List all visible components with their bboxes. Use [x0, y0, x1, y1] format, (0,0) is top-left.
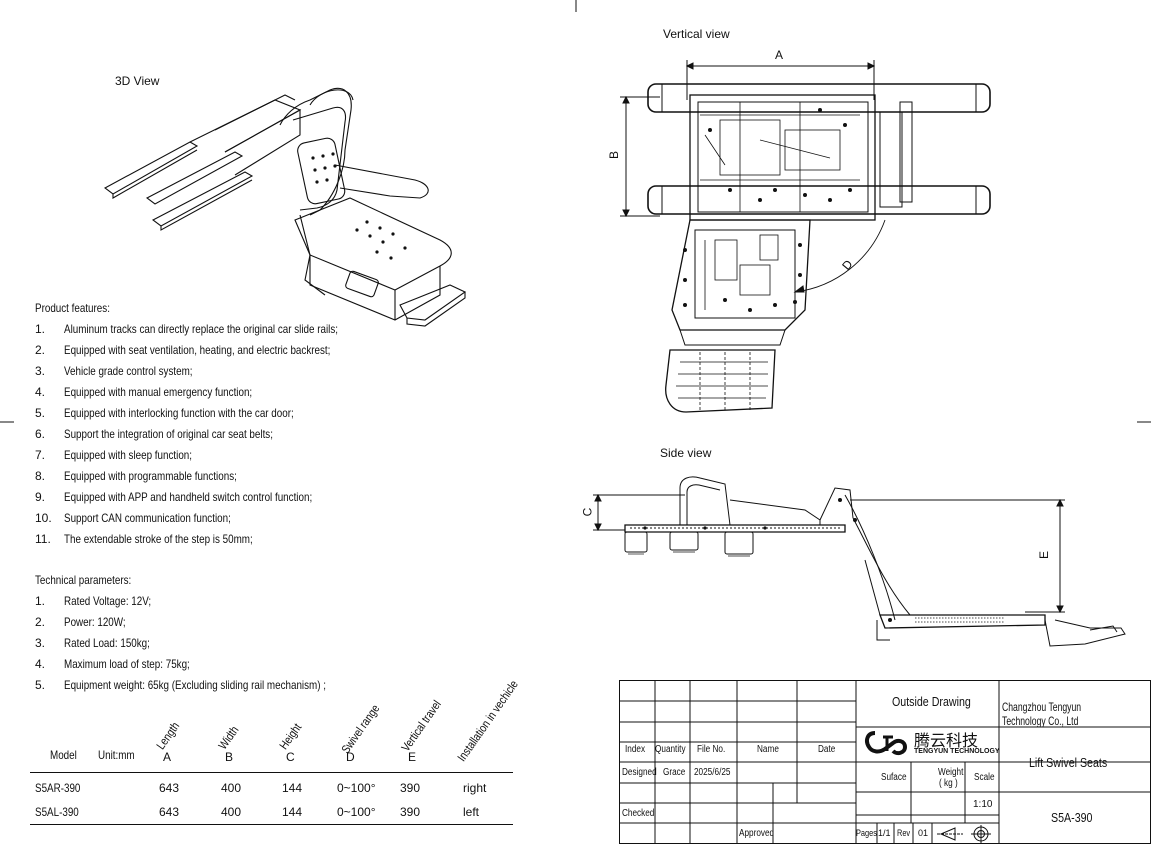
- three-d-view-caption: 3D View: [115, 74, 160, 88]
- feature-item: 4.Equipped with manual emergency functio…: [35, 385, 253, 399]
- tb-designer: Grace: [663, 767, 686, 778]
- row-b: 400: [221, 781, 242, 795]
- table-row: S5AL-390 643 400 144 0~100° 390 left: [35, 805, 515, 821]
- product-features: Product features: 1.Aluminum tracks can …: [35, 298, 398, 550]
- row-e: 390: [400, 781, 421, 795]
- param-item: 3.Rated Load: 150kg;: [35, 636, 150, 650]
- table-row: S5AR-390 643 400 144 0~100° 390 right: [35, 781, 515, 797]
- dimension-b-label: B: [607, 150, 622, 160]
- spec-letter-e: E: [408, 750, 417, 764]
- dimension-a-label: A: [775, 48, 784, 62]
- tb-scale-value: 1:10: [973, 799, 993, 810]
- tb-checked: Checked: [622, 808, 655, 819]
- projection-symbol-icon: [937, 825, 991, 843]
- side-view-caption: Side view: [660, 446, 712, 460]
- feature-item: 1.Aluminum tracks can directly replace t…: [35, 322, 338, 336]
- tb-rev-label: Rev: [897, 828, 911, 838]
- tb-scale: Scale: [974, 772, 995, 783]
- side-view-drawing: [593, 476, 1126, 647]
- spec-table-rule-top: [30, 772, 513, 773]
- param-item: 1.Rated Voltage: 12V;: [35, 594, 152, 608]
- row-model: S5AL-390: [35, 805, 79, 819]
- row-b: 400: [221, 805, 242, 819]
- tb-model: S5A-390: [1051, 810, 1093, 825]
- feature-item: 3.Vehicle grade control system;: [35, 364, 193, 378]
- tb-index: Index: [624, 744, 645, 755]
- feature-item: 8.Equipped with programmable functions;: [35, 469, 237, 483]
- dimension-e-label: E: [1037, 550, 1052, 560]
- feature-item: 11.The extendable stroke of the step is …: [35, 532, 253, 546]
- row-a: 643: [159, 805, 180, 819]
- spec-header-length: Length: [153, 719, 183, 752]
- tb-logo-cn: 腾云科技: [914, 731, 979, 750]
- param-item: 4.Maximum load of step: 75kg;: [35, 657, 190, 671]
- spec-table: Length Width Height Swivel range Vertica…: [30, 678, 521, 830]
- row-install: right: [463, 781, 487, 795]
- row-install: left: [463, 805, 480, 819]
- tb-company: Changzhou Tengyun Technology Co., Ltd: [1002, 700, 1082, 728]
- tb-product: Lift Swivel Seats: [1029, 755, 1108, 770]
- tb-weight-unit: ( kg ): [939, 778, 958, 789]
- tb-outside-drawing: Outside Drawing: [892, 694, 971, 709]
- spec-letter-c: C: [286, 750, 295, 764]
- spec-letter-a: A: [163, 750, 172, 764]
- tb-quantity: Quantity: [655, 744, 686, 755]
- dimension-c-label: C: [580, 507, 595, 517]
- feature-item: 7.Equipped with sleep function;: [35, 448, 193, 462]
- tb-date: Date: [818, 744, 836, 755]
- tb-weight: Weight: [938, 767, 964, 778]
- param-item: 2.Power: 120W;: [35, 615, 126, 629]
- tb-file-no: File No.: [697, 744, 726, 755]
- tb-pages-value: 1/1: [878, 828, 891, 838]
- tb-rev-value: 01: [918, 828, 929, 838]
- vertical-view-caption: Vertical view: [663, 27, 730, 41]
- technical-parameters: Technical parameters: 1.Rated Voltage: 1…: [35, 570, 383, 696]
- spec-letter-b: B: [225, 750, 234, 764]
- features-heading: Product features:: [35, 301, 110, 315]
- feature-item: 6.Support the integration of original ca…: [35, 427, 273, 441]
- spec-header-height: Height: [276, 720, 305, 752]
- tb-approved: Approved: [739, 828, 775, 839]
- tb-designed: Designed: [622, 767, 657, 778]
- row-e: 390: [400, 805, 421, 819]
- row-c: 144: [282, 805, 303, 819]
- row-c: 144: [282, 781, 303, 795]
- feature-item: 5.Equipped with interlocking function wi…: [35, 406, 294, 420]
- spec-unit-label: Unit:mm: [98, 748, 135, 762]
- row-model: S5AR-390: [35, 781, 81, 795]
- tb-pages-label: Pages: [856, 828, 877, 838]
- tb-suface: Suface: [881, 772, 907, 783]
- three-d-view-drawing: [103, 87, 467, 327]
- param-item: 5.Equipment weight: 65kg (Excluding slid…: [35, 678, 326, 692]
- feature-item: 10.Support CAN communication function;: [35, 511, 231, 525]
- vertical-view-drawing: [620, 60, 991, 413]
- params-heading: Technical parameters:: [35, 573, 132, 587]
- tb-logo-en: TENGYUN TECHNOLOGY: [914, 748, 1000, 755]
- feature-item: 9.Equipped with APP and handheld switch …: [35, 490, 313, 504]
- row-a: 643: [159, 781, 180, 795]
- feature-item: 2.Equipped with seat ventilation, heatin…: [35, 343, 331, 357]
- tengyun-logo-icon: [865, 731, 908, 756]
- spec-model-label: Model: [50, 748, 77, 762]
- spec-table-rule-bottom: [30, 824, 513, 825]
- spec-header-width: Width: [215, 723, 242, 752]
- title-block: Index Quantity File No. Name Date Design…: [619, 680, 1151, 844]
- spec-header-swivel: Swivel range: [338, 701, 383, 756]
- spec-letter-d: D: [346, 750, 355, 764]
- tb-design-date: 2025/6/25: [694, 767, 731, 778]
- row-d: 0~100°: [337, 781, 376, 795]
- row-d: 0~100°: [337, 805, 376, 819]
- tb-name: Name: [757, 744, 779, 755]
- spec-header-vertical: Vertical travel: [398, 697, 444, 754]
